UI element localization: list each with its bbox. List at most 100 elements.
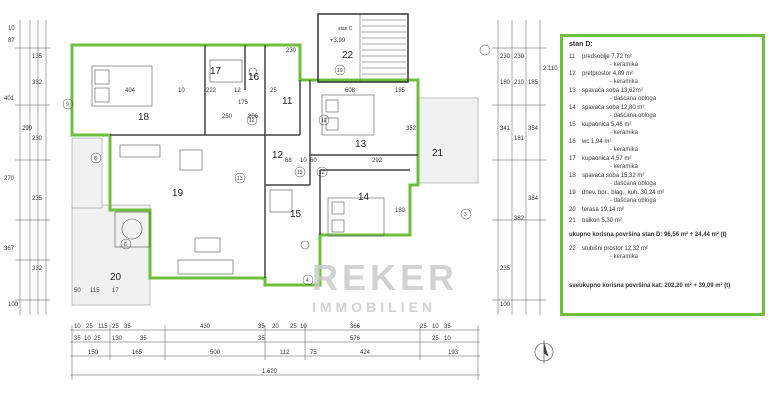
sofa bbox=[177, 259, 234, 275]
svg-text:115: 115 bbox=[98, 324, 108, 330]
svg-text:384: 384 bbox=[528, 196, 539, 202]
svg-text:130: 130 bbox=[112, 336, 123, 342]
room-number-20: 20 bbox=[110, 272, 122, 283]
bed-13 bbox=[321, 94, 375, 136]
svg-text:500: 500 bbox=[210, 350, 221, 356]
svg-text:35: 35 bbox=[74, 336, 81, 342]
svg-text:6: 6 bbox=[124, 242, 127, 248]
svg-text:68: 68 bbox=[285, 158, 292, 164]
level-marker: +3,99 bbox=[330, 38, 346, 44]
svg-text:20: 20 bbox=[272, 324, 279, 330]
svg-text:25: 25 bbox=[270, 88, 277, 94]
svg-text:430: 430 bbox=[200, 324, 211, 330]
svg-text:100: 100 bbox=[500, 302, 511, 308]
svg-text:100: 100 bbox=[8, 302, 19, 308]
furniture bbox=[91, 59, 385, 275]
svg-text:25: 25 bbox=[420, 324, 427, 330]
svg-text:299: 299 bbox=[22, 126, 33, 132]
apartment-outline bbox=[70, 43, 420, 287]
svg-text:366: 366 bbox=[350, 324, 361, 330]
svg-text:25: 25 bbox=[112, 324, 119, 330]
stairwell bbox=[317, 13, 409, 83]
svg-text:75: 75 bbox=[310, 350, 317, 356]
room-number-16: 16 bbox=[248, 72, 260, 83]
room-number-18: 18 bbox=[138, 112, 150, 123]
svg-text:25: 25 bbox=[86, 324, 93, 330]
svg-text:25: 25 bbox=[432, 336, 439, 342]
bed-14 bbox=[327, 197, 385, 237]
svg-text:35: 35 bbox=[258, 324, 265, 330]
svg-text:87: 87 bbox=[8, 38, 15, 44]
svg-text:332: 332 bbox=[32, 80, 43, 86]
svg-text:230: 230 bbox=[514, 54, 525, 60]
svg-text:12: 12 bbox=[249, 118, 255, 124]
svg-text:180: 180 bbox=[395, 208, 406, 214]
total-width-label: 1.620 bbox=[262, 369, 278, 375]
svg-text:235: 235 bbox=[500, 266, 511, 272]
legend-total: ukupno korisna površina stan D: 96,56 m²… bbox=[569, 232, 727, 238]
svg-text:10: 10 bbox=[178, 88, 185, 94]
svg-text:13: 13 bbox=[297, 170, 303, 176]
svg-text:332: 332 bbox=[32, 266, 43, 272]
svg-text:230: 230 bbox=[500, 54, 511, 60]
svg-text:8: 8 bbox=[94, 156, 97, 162]
svg-text:150: 150 bbox=[88, 350, 99, 356]
kitchen-counter bbox=[119, 144, 161, 158]
svg-text:230: 230 bbox=[286, 48, 297, 54]
svg-text:17: 17 bbox=[112, 288, 119, 294]
svg-text:382: 382 bbox=[514, 216, 525, 222]
room-number-14: 14 bbox=[358, 192, 370, 203]
svg-text:4: 4 bbox=[306, 278, 309, 284]
watermark: REKER bbox=[312, 257, 458, 298]
north-arrow-icon bbox=[534, 340, 554, 364]
svg-text:10: 10 bbox=[444, 336, 451, 342]
svg-text:181: 181 bbox=[514, 136, 525, 142]
room-number-19: 19 bbox=[172, 188, 184, 199]
far-right-dimension: 2.110 bbox=[543, 66, 558, 72]
svg-text:35: 35 bbox=[258, 336, 265, 342]
svg-text:165: 165 bbox=[132, 350, 143, 356]
svg-text:230: 230 bbox=[32, 136, 43, 142]
svg-text:12: 12 bbox=[321, 118, 327, 124]
balcony-area bbox=[417, 97, 479, 184]
terrace-area bbox=[71, 204, 151, 306]
room-number-12: 12 bbox=[272, 150, 284, 161]
legend-grand-total: sveukupno korisna površina kat: 202,20 m… bbox=[569, 283, 731, 289]
svg-text:10: 10 bbox=[74, 324, 81, 330]
inner-walls bbox=[110, 45, 418, 278]
svg-text:135: 135 bbox=[32, 54, 43, 60]
svg-text:404: 404 bbox=[125, 88, 136, 94]
wc-16 bbox=[248, 67, 258, 77]
bed-18 bbox=[91, 65, 153, 107]
svg-text:35: 35 bbox=[124, 324, 131, 330]
room-number-17: 17 bbox=[210, 66, 222, 77]
room-number-11: 11 bbox=[282, 96, 293, 107]
svg-text:367: 367 bbox=[4, 246, 15, 252]
svg-text:352: 352 bbox=[406, 126, 417, 132]
svg-text:60: 60 bbox=[310, 158, 317, 164]
room-number-labels: 11 12 13 14 15 16 17 18 19 20 21 22 stan… bbox=[110, 26, 444, 283]
sink-15 bbox=[300, 240, 310, 250]
svg-text:10: 10 bbox=[337, 68, 343, 74]
balcony-area-left bbox=[71, 137, 103, 209]
door-marker-labels: 9 8 6 12 13 13 12 12 4 3 10 bbox=[66, 68, 467, 284]
bathtub-17 bbox=[209, 59, 243, 83]
svg-text:25: 25 bbox=[290, 324, 297, 330]
svg-text:9: 9 bbox=[66, 102, 69, 108]
coffee-table bbox=[194, 237, 221, 253]
svg-text:175: 175 bbox=[238, 100, 249, 106]
svg-text:354: 354 bbox=[528, 126, 539, 132]
svg-text:25: 25 bbox=[94, 336, 101, 342]
left-dimension-lines bbox=[15, 20, 50, 315]
svg-text:115: 115 bbox=[90, 288, 100, 294]
